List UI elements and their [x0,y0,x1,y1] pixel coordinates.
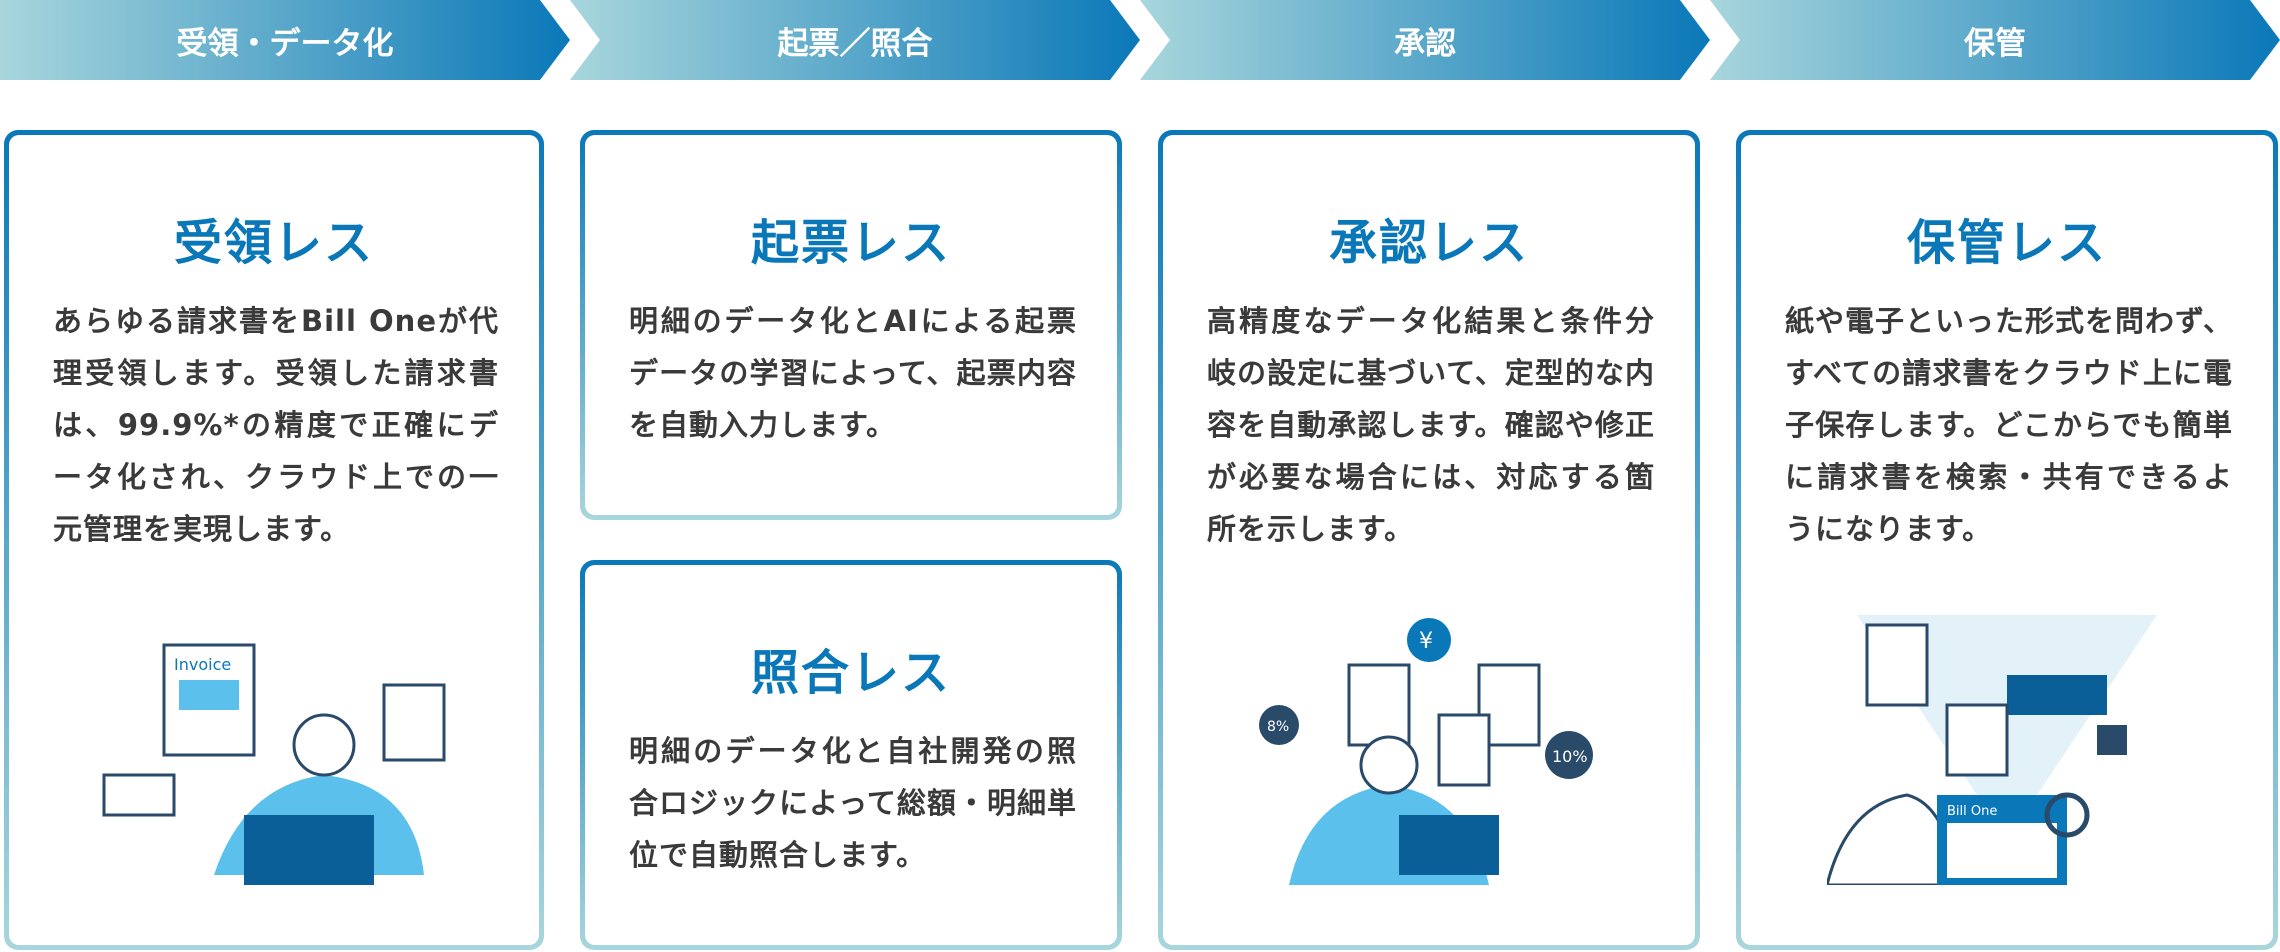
svg-text:¥: ¥ [1419,629,1433,654]
receipt-illustration: Invoice [102,643,446,885]
step-entry-matching: 起票／照合 [570,0,1140,80]
card-approval-less: 承認レス 高精度なデータ化結果と条件分岐の設定に基づいて、定型的な内容を自動承認… [1158,130,1700,950]
card-body: 明細のデータ化とAIによる起票データの学習によって、起票内容を自動入力します。 [629,304,1077,442]
card-title: 承認レス [1328,215,1529,271]
svg-text:Invoice: Invoice [174,655,231,674]
card-title: 受領レス [173,215,374,271]
step-approval: 承認 [1140,0,1710,80]
card-body: 紙や電子といった形式を問わず、すべての請求書をクラウド上に電子保存します。どこか… [1785,304,2233,546]
svg-text:8%: 8% [1267,719,1289,735]
step-storage: 保管 [1710,0,2280,80]
storage-illustration: Bill One [1827,615,2157,885]
card-receipt-less: 受領レス あらゆる請求書をBill Oneが代理受領します。受領した請求書は、9… [4,130,544,950]
card-body: あらゆる請求書をBill Oneが代理受領します。受領した請求書は、99.9%*… [53,304,499,546]
card-entry-less: 起票レス 明細のデータ化とAIによる起票データの学習によって、起票内容を自動入力… [580,130,1122,520]
card-body: 明細のデータ化と自社開発の照合ロジックによって総額・明細単位で自動照合します。 [629,734,1077,872]
card-title: 照合レス [750,645,951,701]
card-storage-less: 保管レス 紙や電子といった形式を問わず、すべての請求書をクラウド上に電子保存しま… [1736,130,2278,950]
step-receive: 受領・データ化 [0,0,570,80]
card-matching-less: 照合レス 明細のデータ化と自社開発の照合ロジックによって総額・明細単位で自動照合… [580,560,1122,950]
card-body: 高精度なデータ化結果と条件分岐の設定に基づいて、定型的な内容を自動承認します。確… [1207,304,1655,546]
approval-illustration: ¥ 8% 10% [1259,618,1593,885]
svg-text:Bill One: Bill One [1947,804,1997,819]
svg-text:10%: 10% [1552,747,1588,766]
card-title: 起票レス [750,215,951,271]
card-title: 保管レス [1906,215,2107,271]
